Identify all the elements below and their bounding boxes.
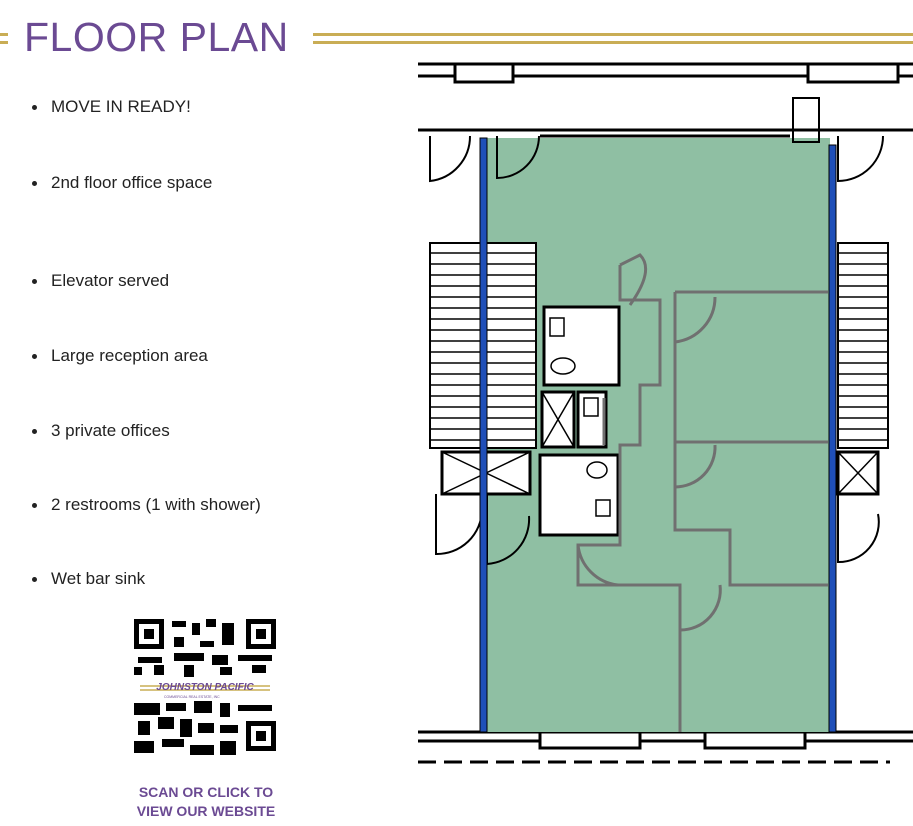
doors: [429, 97, 884, 566]
page-title: FLOOR PLAN: [24, 14, 289, 60]
cta-line-1: SCAN OR CLICK TO: [138, 784, 274, 800]
qr-code[interactable]: JOHNSTON PACIFIC COMMERCIAL REAL ESTATE,…: [134, 619, 276, 761]
bullet-icon: [32, 503, 37, 509]
feature-text: Elevator served: [51, 271, 170, 290]
feature-text: 2nd floor office space: [51, 173, 213, 192]
bullet-icon: [32, 354, 37, 360]
header-rule-left-bottom: [0, 41, 8, 44]
bullet-icon: [32, 279, 37, 285]
feature-item: 2 restrooms (1 with shower): [32, 495, 261, 515]
feature-text: Large reception area: [51, 346, 208, 365]
bullet-icon: [32, 429, 37, 435]
feature-item: Wet bar sink: [32, 569, 145, 589]
feature-item: MOVE IN READY!: [32, 97, 191, 117]
feature-text: Wet bar sink: [51, 569, 146, 588]
office-partitions: [576, 253, 828, 732]
leasable-space: [487, 138, 830, 732]
logo-text: JOHNSTON PACIFIC: [156, 682, 254, 693]
bullet-icon: [32, 181, 37, 187]
feature-item: Elevator served: [32, 271, 169, 291]
logo-subtext: COMMERCIAL REAL ESTATE, INC: [164, 695, 220, 699]
feature-text: 2 restrooms (1 with shower): [51, 495, 261, 514]
demising-walls: [479, 137, 837, 733]
feature-text: 3 private offices: [51, 421, 170, 440]
qr-call-to-action[interactable]: SCAN OR CLICK TO VIEW OUR WEBSITE: [120, 783, 292, 821]
feature-item: Large reception area: [32, 346, 208, 366]
bullet-icon: [32, 577, 37, 583]
header-rule-top: [313, 33, 913, 36]
feature-text: MOVE IN READY!: [51, 97, 191, 116]
feature-item: 2nd floor office space: [32, 173, 212, 193]
header-rule-left-top: [0, 33, 8, 36]
feature-item: 3 private offices: [32, 421, 170, 441]
header-rule-bottom: [313, 41, 913, 44]
cta-line-2: VIEW OUR WEBSITE: [136, 803, 276, 819]
bullet-icon: [32, 105, 37, 111]
